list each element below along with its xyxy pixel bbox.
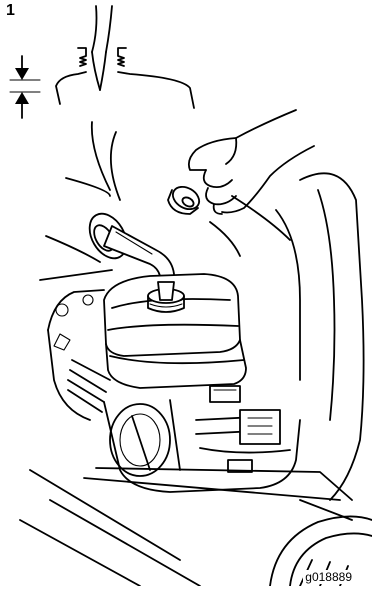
fill-level-detail-icon <box>10 6 194 108</box>
chassis-lines <box>20 468 352 586</box>
callout-number: 1 <box>6 2 15 20</box>
down-arrow-icon <box>15 56 29 80</box>
fuel-tank-icon <box>104 274 246 402</box>
figure-id: g018889 <box>303 570 354 584</box>
hand-with-cap-icon <box>168 110 314 214</box>
up-arrow-icon <box>15 92 29 118</box>
